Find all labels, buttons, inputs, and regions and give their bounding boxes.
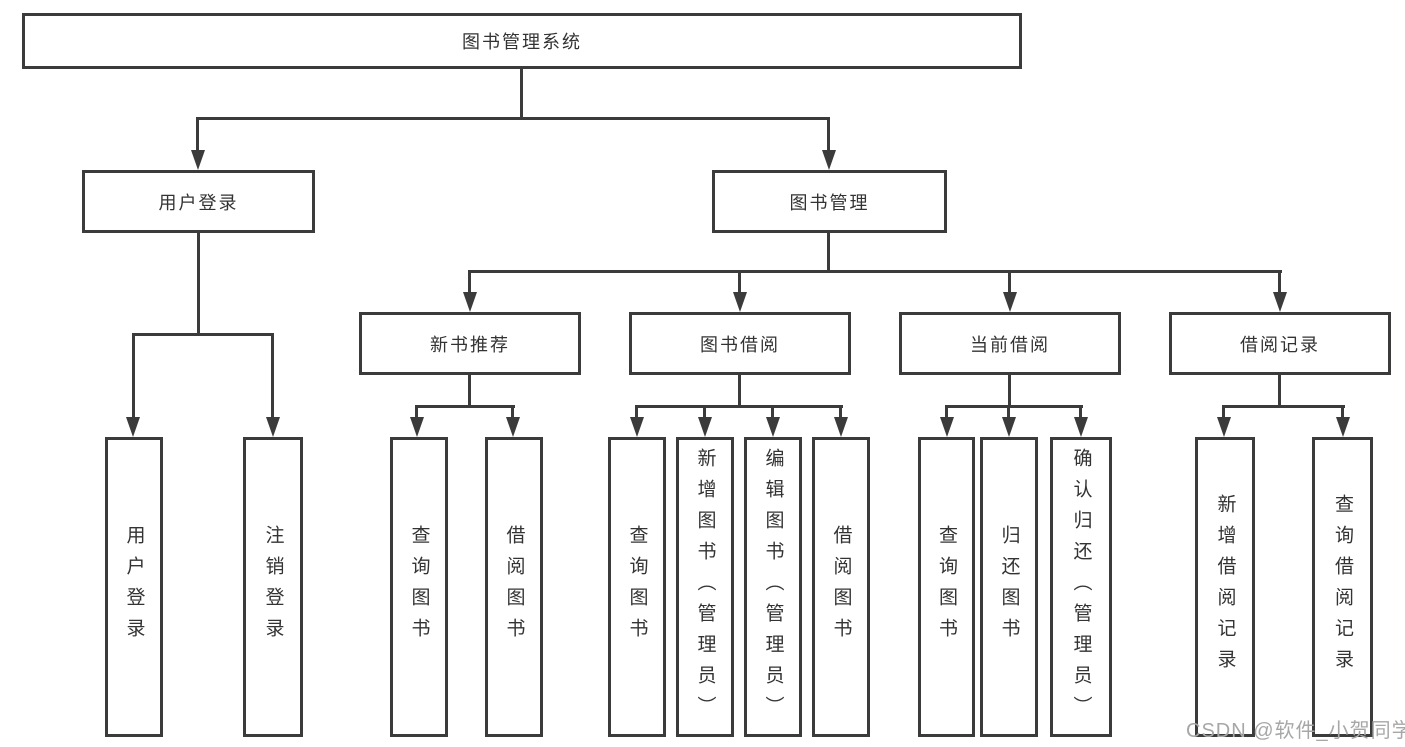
leaf-query-book-recommend: 查询图书 <box>390 437 448 737</box>
node-new-book-recommend: 新书推荐 <box>359 312 581 375</box>
leaf-logout-login: 注销登录 <box>243 437 303 737</box>
connector-line <box>945 405 948 419</box>
connector-line <box>839 405 842 419</box>
arrow-down-icon <box>766 417 780 437</box>
connector-line <box>511 405 514 419</box>
connector-line <box>520 67 523 119</box>
connector-line <box>196 117 830 120</box>
leaf-label: 新增图书（管理员） <box>694 447 716 727</box>
connector-line <box>771 405 774 419</box>
leaf-label: 查询图书 <box>626 525 648 649</box>
arrow-down-icon <box>698 417 712 437</box>
leaf-label: 借阅图书 <box>503 525 525 649</box>
leaf-label: 用户登录 <box>123 525 145 649</box>
leaf-user-login: 用户登录 <box>105 437 163 737</box>
arrow-down-icon <box>733 292 747 312</box>
node-book-management: 图书管理 <box>712 170 947 233</box>
arrow-down-icon <box>822 150 836 170</box>
connector-line <box>945 405 1083 408</box>
arrow-down-icon <box>266 417 280 437</box>
connector-line <box>416 405 515 408</box>
leaf-add-borrow-record: 新增借阅记录 <box>1195 437 1255 737</box>
node-label: 图书管理系统 <box>462 32 582 52</box>
leaf-label: 借阅图书 <box>830 525 852 649</box>
leaf-label: 确认归还（管理员） <box>1070 447 1092 727</box>
leaf-borrow-book: 借阅图书 <box>812 437 870 737</box>
connector-line <box>1278 270 1281 294</box>
connector-line <box>197 233 200 335</box>
connector-line <box>635 405 843 408</box>
leaf-query-book-current: 查询图书 <box>918 437 975 737</box>
connector-line <box>635 405 638 419</box>
leaf-label: 查询图书 <box>408 525 430 649</box>
arrow-down-icon <box>1003 292 1017 312</box>
connector-line <box>1341 405 1344 419</box>
connector-line <box>1222 405 1225 419</box>
connector-line <box>415 405 418 419</box>
node-label: 用户登录 <box>158 192 239 213</box>
connector-line <box>468 270 1282 273</box>
leaf-confirm-return-admin: 确认归还（管理员） <box>1050 437 1112 737</box>
connector-line <box>1008 270 1011 294</box>
connector-line <box>196 117 199 153</box>
leaf-query-borrow-record: 查询借阅记录 <box>1312 437 1373 737</box>
leaf-add-book-admin: 新增图书（管理员） <box>676 437 734 737</box>
node-user-login: 用户登录 <box>82 170 315 233</box>
arrow-down-icon <box>940 417 954 437</box>
leaf-label: 注销登录 <box>262 525 284 649</box>
leaf-label: 查询借阅记录 <box>1332 494 1353 680</box>
leaf-label: 归还图书 <box>998 525 1020 649</box>
node-label: 图书管理 <box>789 192 870 213</box>
connector-line <box>1222 405 1345 408</box>
node-label: 图书借阅 <box>700 334 780 355</box>
connector-line <box>1007 405 1010 419</box>
arrow-down-icon <box>126 417 140 437</box>
arrow-down-icon <box>1336 417 1350 437</box>
connector-line <box>1008 375 1011 407</box>
leaf-borrow-book-recommend: 借阅图书 <box>485 437 543 737</box>
connector-line <box>468 270 471 294</box>
leaf-query-book-borrow: 查询图书 <box>608 437 666 737</box>
connector-line <box>827 233 830 272</box>
connector-line <box>271 333 274 419</box>
connector-line <box>468 375 471 407</box>
node-library-system: 图书管理系统 <box>22 13 1022 69</box>
arrow-down-icon <box>1273 292 1287 312</box>
leaf-label: 编辑图书（管理员） <box>762 447 784 727</box>
arrow-down-icon <box>834 417 848 437</box>
node-label: 当前借阅 <box>970 334 1050 355</box>
arrow-down-icon <box>463 292 477 312</box>
leaf-return-book: 归还图书 <box>980 437 1038 737</box>
connector-line <box>1079 405 1082 419</box>
connector-line <box>1278 375 1281 407</box>
leaf-label: 新增借阅记录 <box>1214 494 1236 680</box>
arrow-down-icon <box>1074 417 1088 437</box>
arrow-down-icon <box>410 417 424 437</box>
leaf-edit-book-admin: 编辑图书（管理员） <box>744 437 802 737</box>
connector-line <box>132 333 274 336</box>
connector-line <box>827 117 830 153</box>
arrow-down-icon <box>191 150 205 170</box>
node-label: 新书推荐 <box>430 334 510 355</box>
node-book-borrow: 图书借阅 <box>629 312 851 375</box>
node-borrow-records: 借阅记录 <box>1169 312 1391 375</box>
connector-line <box>132 333 135 419</box>
connector-line <box>703 405 706 419</box>
arrow-down-icon <box>1002 417 1016 437</box>
connector-line <box>738 270 741 294</box>
watermark: CSDN @软件_小贺同学 <box>1186 720 1405 742</box>
arrow-down-icon <box>506 417 520 437</box>
leaf-label: 查询图书 <box>936 525 957 649</box>
arrow-down-icon <box>630 417 644 437</box>
node-label: 借阅记录 <box>1240 334 1320 355</box>
connector-line <box>738 375 741 407</box>
node-current-borrow: 当前借阅 <box>899 312 1121 375</box>
arrow-down-icon <box>1217 417 1231 437</box>
